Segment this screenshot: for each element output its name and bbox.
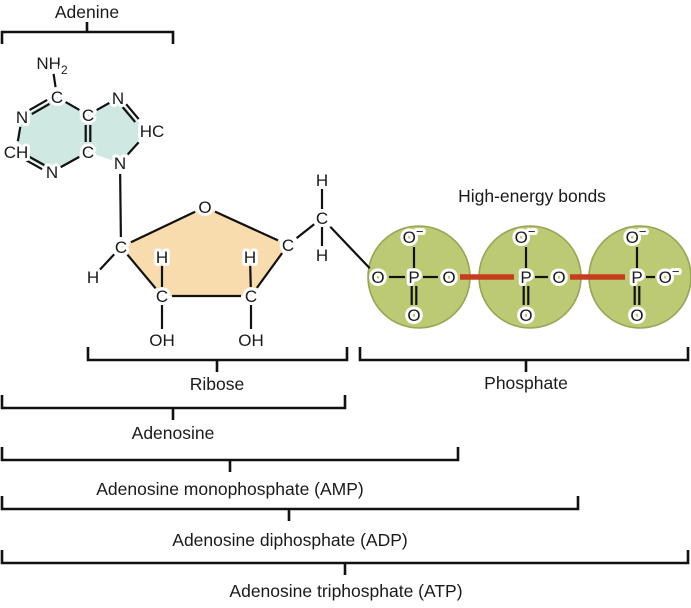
atom-hc: HC (140, 122, 165, 141)
double-bond (27, 154, 45, 167)
atom-h: H (156, 248, 168, 267)
atom-h: H (316, 246, 328, 265)
atom-c: C (51, 88, 63, 107)
atom-n: N (112, 89, 124, 108)
single-bond (16, 126, 22, 142)
single-bond (52, 73, 57, 88)
single-bond (99, 253, 115, 271)
atom-n: N (114, 154, 126, 173)
high-energy-bonds-label: High-energy bonds (458, 186, 606, 206)
atom-c: C (82, 106, 94, 125)
atom-ch: CH (4, 143, 29, 162)
atom-h: H (87, 268, 99, 287)
atom-o-minus: O− (659, 264, 680, 287)
single-bond (119, 173, 122, 238)
atom-c: C (82, 143, 94, 162)
adenosine-label: Adenosine (132, 423, 215, 443)
amp-bracket (0, 447, 460, 472)
single-bond (60, 155, 80, 169)
single-bond (126, 141, 140, 156)
phosphate-label: Phosphate (484, 373, 568, 393)
atom-o-minus: O− (515, 224, 536, 247)
ribose-bracket (86, 347, 349, 372)
single-bond (214, 210, 279, 242)
atom-oh: OH (238, 331, 264, 350)
atom-p: P (520, 268, 531, 287)
single-bond (255, 252, 284, 289)
atom-c: C (316, 209, 328, 228)
ribose-pentagon-fill (121, 207, 288, 296)
phosphate-bracket (358, 347, 690, 372)
double-bond (28, 99, 48, 111)
single-bond (126, 253, 157, 290)
double-bond (24, 158, 43, 171)
single-bond (130, 210, 196, 244)
atom-p: P (408, 268, 419, 287)
atom-h: H (316, 171, 328, 190)
single-bond (65, 101, 80, 111)
single-bond (295, 223, 315, 240)
adenine-hexagon-fill (16, 97, 88, 172)
atom-c: C (245, 287, 257, 306)
double-bond (125, 103, 140, 120)
atom-n: N (46, 163, 58, 182)
amp-label: Adenosine monophosphate (AMP) (96, 479, 364, 499)
atom-o: O (552, 268, 565, 287)
atp-bracket (0, 550, 690, 575)
single-bond (249, 265, 252, 288)
atom-o: O (198, 198, 211, 217)
atom-nh2: NH2 (36, 54, 68, 77)
atom-o: O (442, 268, 455, 287)
atom-n: N (16, 108, 28, 127)
atom-c: C (115, 238, 127, 257)
atom-c: C (156, 287, 168, 306)
atom-p: P (631, 268, 642, 287)
adp-bracket (0, 496, 580, 521)
adenine-label: Adenine (55, 2, 119, 22)
atom-o: O (630, 306, 643, 325)
atom-o: O (407, 306, 420, 325)
atp-label: Adenosine triphosphate (ATP) (229, 581, 462, 601)
atom-o: O (371, 268, 384, 287)
atom-o-minus: O− (626, 224, 647, 247)
atom-o: O (519, 306, 532, 325)
adenosine-bracket (0, 395, 347, 420)
ribose-label: Ribose (190, 374, 244, 394)
adenine-pentagon-fill (88, 98, 146, 163)
atom-h: H (244, 248, 256, 267)
atom-o-minus: O− (403, 224, 424, 247)
double-bond (31, 103, 51, 115)
atom-c: C (282, 236, 294, 255)
adp-label: Adenosine diphosphate (ADP) (172, 530, 407, 550)
double-bond (121, 106, 137, 123)
single-bond (96, 101, 110, 112)
adenine-bracket (0, 22, 175, 44)
atom-oh: OH (149, 331, 175, 350)
single-bond (329, 225, 371, 270)
